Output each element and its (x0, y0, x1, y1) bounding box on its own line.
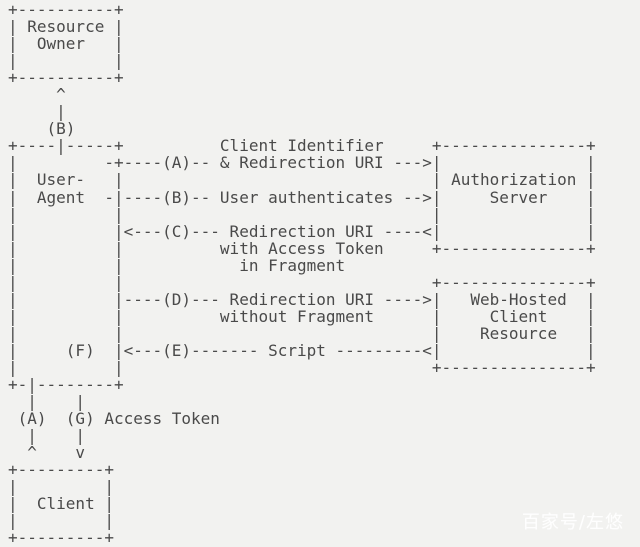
watermark: 百家号/左悠 (521, 512, 624, 533)
ascii-diagram: +----------+ | Resource | | Owner | | | … (8, 0, 596, 547)
